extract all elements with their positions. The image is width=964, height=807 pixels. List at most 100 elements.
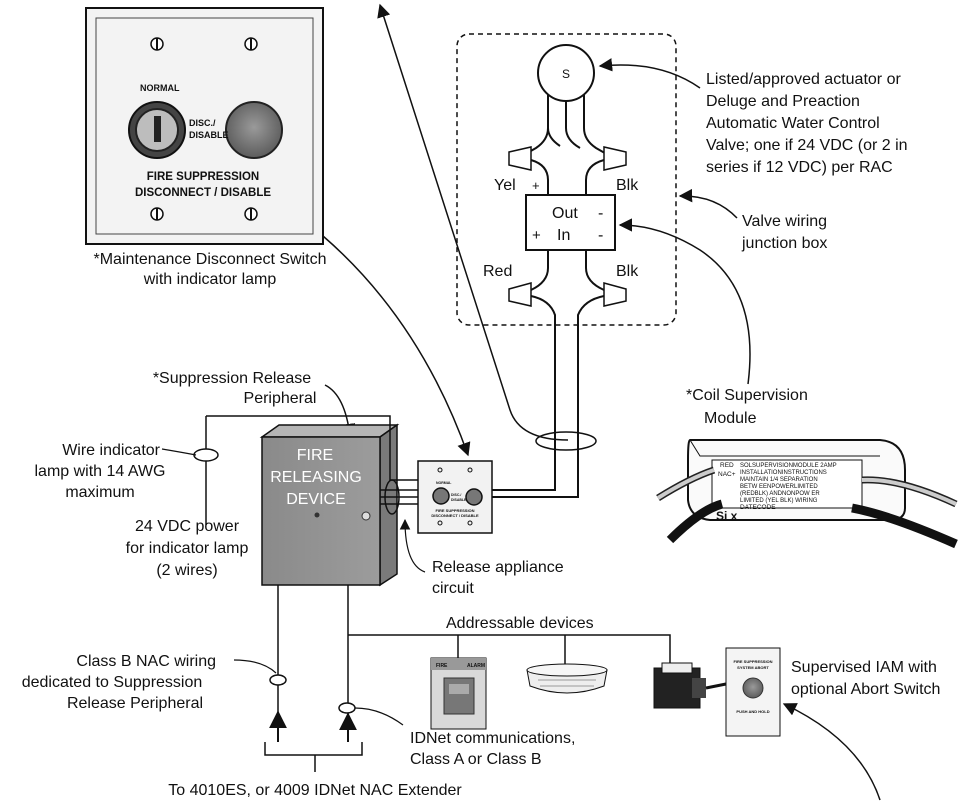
fire-releasing-device: FIRE RELEASING DEVICE [259,423,400,587]
in-label: In [557,227,570,244]
wire-lamp-label-2: lamp with 14 AWG [34,463,165,480]
module-text-4: BETW EENPOWERLIMITED [740,484,818,490]
release-label-2: circuit [432,580,474,597]
disc-label: DISC./ [189,118,216,128]
actuator-label-1: Listed/approved actuator or [706,71,901,88]
classb-label-2: dedicated to Suppression [22,674,203,691]
terminal-block [525,194,616,251]
datecode-label: DATECODE [740,504,776,511]
red-label: Red [483,263,512,280]
brand-label: Si x [716,509,738,523]
mini-title-2: DISCONNECT / DISABLE [431,513,479,518]
coil-supervision-module: RED NAC+ SOLSUPERVISIONMODULE 2AMP INSTA… [656,439,958,549]
actuator-label-3: Automatic Water Control [706,115,880,132]
iam-module-icon [653,662,727,709]
actuator-label-2: Deluge and Preaction [706,93,860,110]
maintenance-switch-plate: NORMAL DISC./ DISABLE FIRE SUPPRESSION D… [85,7,324,245]
plate-title-2: DISCONNECT / DISABLE [135,187,271,199]
actuator-label-5: series if 12 VDC) per RAC [706,159,893,176]
screw-icon [150,207,164,221]
yel-label: Yel [494,177,516,194]
rac-bundle-icon [384,479,400,515]
classb-label-1: Class B NAC wiring [76,653,216,670]
blk-bottom-label: Blk [616,263,639,280]
release-label-1: Release appliance [432,559,564,576]
suppression-periph-label-1: *Suppression Release [153,370,311,387]
module-text-1: SOLSUPERVISIONMODULE 2AMP [740,463,837,469]
valve-box-label-1: Valve wiring [742,213,827,230]
power-label-1: 24 VDC power [135,518,240,535]
nac-bundle-icon [269,674,287,686]
screw-icon [244,37,258,51]
mini-title-1: FIRE SUPPRESSION [435,508,474,513]
maintenance-switch-label-1: *Maintenance Disconnect Switch [93,251,326,268]
indicator-lamp-icon [225,101,283,159]
cable-bundle-icon [535,431,597,451]
power-label-3: (2 wires) [156,562,217,579]
smoke-detector-icon [526,663,608,694]
normal-label: NORMAL [140,83,180,93]
wire-lamp-label-3: maximum [65,484,134,501]
classb-label-3: Release Peripheral [67,695,203,712]
valve-box-label-2: junction box [741,235,827,252]
iam-label-1: Supervised IAM with [791,659,937,676]
wire-bundle-icon [193,448,219,462]
plus-top: + [532,178,540,193]
panel-label-2: RELEASING [270,469,362,486]
pull-alarm: ALARM [467,663,485,669]
module-text-2: INSTALLATIONINSTRUCTIONS [740,470,827,476]
mini-disable: DISABLE [451,498,467,502]
wire-lamp-label-1: Wire indicator [62,442,160,459]
mini-lamp-icon [465,488,483,506]
key-switch-icon [128,101,186,159]
minus-in: - [598,227,603,244]
valve-junction-box: S Yel + Blk Out - + In - Red Blk [456,33,677,330]
wire-nut-icon [603,146,627,171]
mini-normal: NORMAL [436,481,452,485]
mini-switch-plate: NORMAL DISC./ DISABLE FIRE SUPPRESSION D… [417,460,493,534]
plus-in: + [532,227,541,244]
abort-switch-plate: FIRE SUPPRESSION SYSTEM ABORT PUSH AND H… [725,647,781,737]
suppression-periph-label-2: Peripheral [244,390,317,407]
screw-icon [150,37,164,51]
addressable-label: Addressable devices [446,615,594,632]
blk-top-label: Blk [616,177,639,194]
idnet-bundle-icon [338,702,356,714]
actuator-label-4: Valve; one if 24 VDC (or 2 in [706,137,908,154]
abort-button-icon [742,677,764,699]
minus-out: - [598,205,603,222]
panel-label-1: FIRE [297,447,333,464]
abort-t3: PUSH AND HOLD [736,709,769,714]
pull-fire: FIRE [436,663,448,669]
out-label: Out [552,205,578,222]
pull-station-icon: FIRE ALARM [430,657,487,730]
wire-nut-icon [508,146,532,171]
mini-disc: DISC./ [451,493,461,497]
module-text-5: (REDBLK) ANDNONPOW ER [740,491,820,497]
disable-label: DISABLE [189,130,229,140]
abort-t2: SYSTEM ABORT [737,665,769,670]
wire-nut-icon [508,282,532,307]
nac-label: NAC+ [718,471,736,478]
panel-label-3: DEVICE [286,491,346,508]
module-text-6: LIMITED (YEL BLK) WIRING [740,498,818,504]
plate-title-1: FIRE SUPPRESSION [147,171,259,183]
screw-icon [244,207,258,221]
solenoid-label: S [562,67,570,81]
iam-label-2: optional Abort Switch [791,681,940,698]
module-text-3: MAINTAIN 1/4 SEPARATION [740,477,818,483]
coil-sup-label-1: *Coil Supervision [686,387,808,404]
red-label: RED [720,462,734,469]
mini-key-icon [432,487,450,505]
wire-nut-icon [603,282,627,307]
coil-sup-label-2: Module [704,410,757,427]
panel-lock-icon [361,511,371,521]
maintenance-switch-label-2: with indicator lamp [143,271,277,288]
power-label-2: for indicator lamp [126,540,249,557]
idnet-label-2: Class A or Class B [410,751,542,768]
abort-t1: FIRE SUPPRESSION [733,659,772,664]
idnet-label-1: IDNet communications, [410,730,575,747]
bottom-label: To 4010ES, or 4009 IDNet NAC Extender [168,782,462,799]
